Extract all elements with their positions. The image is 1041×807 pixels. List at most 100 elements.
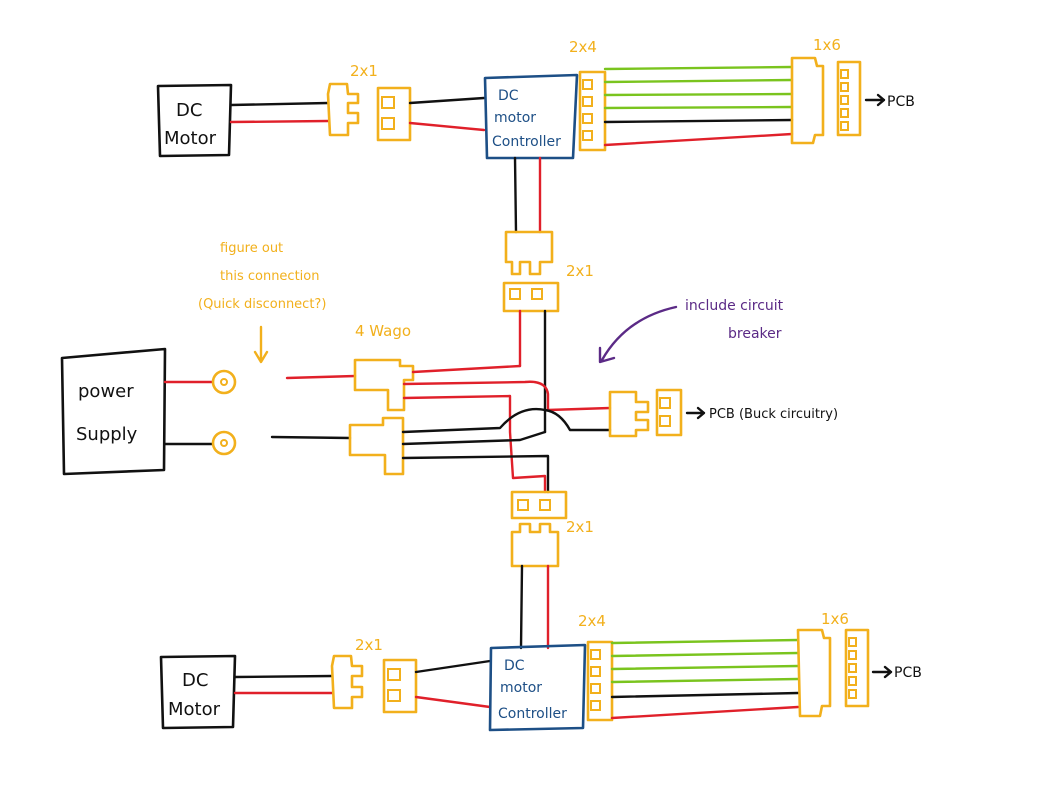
dc-motor-top-label-2: Motor xyxy=(164,128,217,149)
pcb-buck-label: PCB (Buck circuitry) xyxy=(709,407,838,422)
wire-green xyxy=(603,65,794,71)
wire-black-bottom xyxy=(401,454,550,494)
arrow-down-icon xyxy=(253,325,269,364)
wire-black-top xyxy=(401,430,547,446)
breaker-note-1: include circuit xyxy=(685,298,784,314)
wire-red xyxy=(411,364,522,374)
arrow-icon xyxy=(685,406,706,420)
wago-negative xyxy=(348,416,405,476)
wire-green xyxy=(610,638,800,645)
dc-motor-controller-top xyxy=(483,73,579,160)
header-pins xyxy=(582,79,593,141)
ctrl-bottom-label-3: Controller xyxy=(498,706,567,722)
wire-red xyxy=(610,705,800,720)
connector-female xyxy=(510,490,568,520)
ctrl-bottom-label-2: motor xyxy=(500,680,542,696)
wire-red xyxy=(229,119,330,124)
wire-green xyxy=(603,105,794,110)
breaker-note-2: breaker xyxy=(728,326,782,342)
connector-female xyxy=(382,658,418,714)
wire-black xyxy=(513,156,518,234)
connector-female-buck xyxy=(655,388,683,437)
terminal-positive-icon xyxy=(211,369,237,395)
dc-motor-bottom-label-2: Motor xyxy=(168,699,221,720)
ctrl-bottom-label-1: DC xyxy=(504,658,525,674)
connector-male xyxy=(330,654,364,710)
wago-connectors: 4 Wago include circuit breaker PCB (Buck… xyxy=(348,298,838,494)
connector-pins xyxy=(517,499,551,511)
hdr-bottom-1x6-label: 1x6 xyxy=(821,610,849,628)
wire-green xyxy=(603,78,794,84)
hdr-top-1x6-label: 1x6 xyxy=(813,36,841,54)
wire-red-buck xyxy=(402,380,612,412)
arrow-icon xyxy=(598,305,678,364)
wire-red xyxy=(408,121,486,132)
wire-black-buck xyxy=(401,407,612,434)
conn-bottom-left-label: 2x1 xyxy=(355,636,383,654)
note-line-1: figure out xyxy=(220,241,283,256)
wire-red xyxy=(603,132,794,147)
terminal-dot xyxy=(220,439,228,447)
wire-red xyxy=(414,695,492,709)
bottom-motor-circuit: DC Motor 2x1 DC motor Controller 2x4 1x6… xyxy=(159,610,922,732)
top-motor-circuit: DC Motor 2x1 DC motor Controller 2x4 1x6 xyxy=(156,36,915,234)
ctrl-top-label-3: Controller xyxy=(492,134,561,150)
header-pins xyxy=(590,649,601,711)
header-2x4-top xyxy=(578,70,607,152)
wire-red xyxy=(285,374,357,380)
connector-female xyxy=(376,86,412,142)
psu-label-1: power xyxy=(78,381,134,402)
connector-pins xyxy=(848,637,857,699)
psu-label-2: Supply xyxy=(76,424,138,445)
conn-mid-top-label: 2x1 xyxy=(566,262,594,280)
connector-female xyxy=(502,281,560,313)
connector-pins xyxy=(840,69,849,131)
connector-pins xyxy=(659,397,671,427)
connector-male xyxy=(510,522,560,568)
power-supply-section: power Supply figure out this connection … xyxy=(60,241,357,476)
arrow-icon xyxy=(871,665,893,679)
dc-motor-bottom-label-1: DC xyxy=(182,670,208,691)
ctrl-top-label-2: motor xyxy=(494,110,536,126)
pcb-top-label: PCB xyxy=(887,94,915,110)
connector-pins xyxy=(381,96,395,130)
dc-motor-controller-bottom xyxy=(488,643,587,732)
pcb-bottom-label: PCB xyxy=(894,665,922,681)
wire-black xyxy=(610,691,800,699)
connector-1x6-male-top xyxy=(790,56,825,145)
header-2x4-bottom xyxy=(586,640,614,722)
connector-1x6-female-top xyxy=(836,60,862,137)
middle-top-connector: 2x1 xyxy=(502,230,594,434)
power-supply xyxy=(60,347,167,476)
connector-male xyxy=(504,230,554,276)
connector-male-buck xyxy=(608,390,650,438)
arrow-icon xyxy=(864,93,886,107)
terminal-dot xyxy=(220,378,228,386)
note-line-2: this connection xyxy=(220,269,319,284)
conn-mid-bottom-label: 2x1 xyxy=(566,518,594,536)
wire-black xyxy=(233,674,334,679)
ctrl-top-label-1: DC xyxy=(498,88,519,104)
connector-pins xyxy=(387,668,401,702)
wire-red-bottom xyxy=(402,394,547,494)
wago-positive xyxy=(353,358,415,412)
wire-green xyxy=(610,677,800,684)
wire-black xyxy=(519,564,524,650)
terminal-negative-icon xyxy=(211,430,237,456)
connector-1x6-male-bottom xyxy=(796,628,832,718)
dc-motor-top xyxy=(156,83,233,158)
wire-green xyxy=(610,651,800,658)
wire-black xyxy=(270,435,352,440)
connector-male xyxy=(326,82,360,137)
hdr-bottom-2x4-label: 2x4 xyxy=(578,612,606,630)
conn-top-left-label: 2x1 xyxy=(350,62,378,80)
wire-black xyxy=(414,659,492,674)
wire-green xyxy=(603,92,794,97)
wire-black xyxy=(229,101,330,107)
connector-pins xyxy=(509,288,543,300)
dc-motor-bottom xyxy=(159,654,237,730)
wire-black xyxy=(408,96,486,105)
connector-1x6-female-bottom xyxy=(844,628,870,708)
note-line-3: (Quick disconnect?) xyxy=(198,297,326,312)
